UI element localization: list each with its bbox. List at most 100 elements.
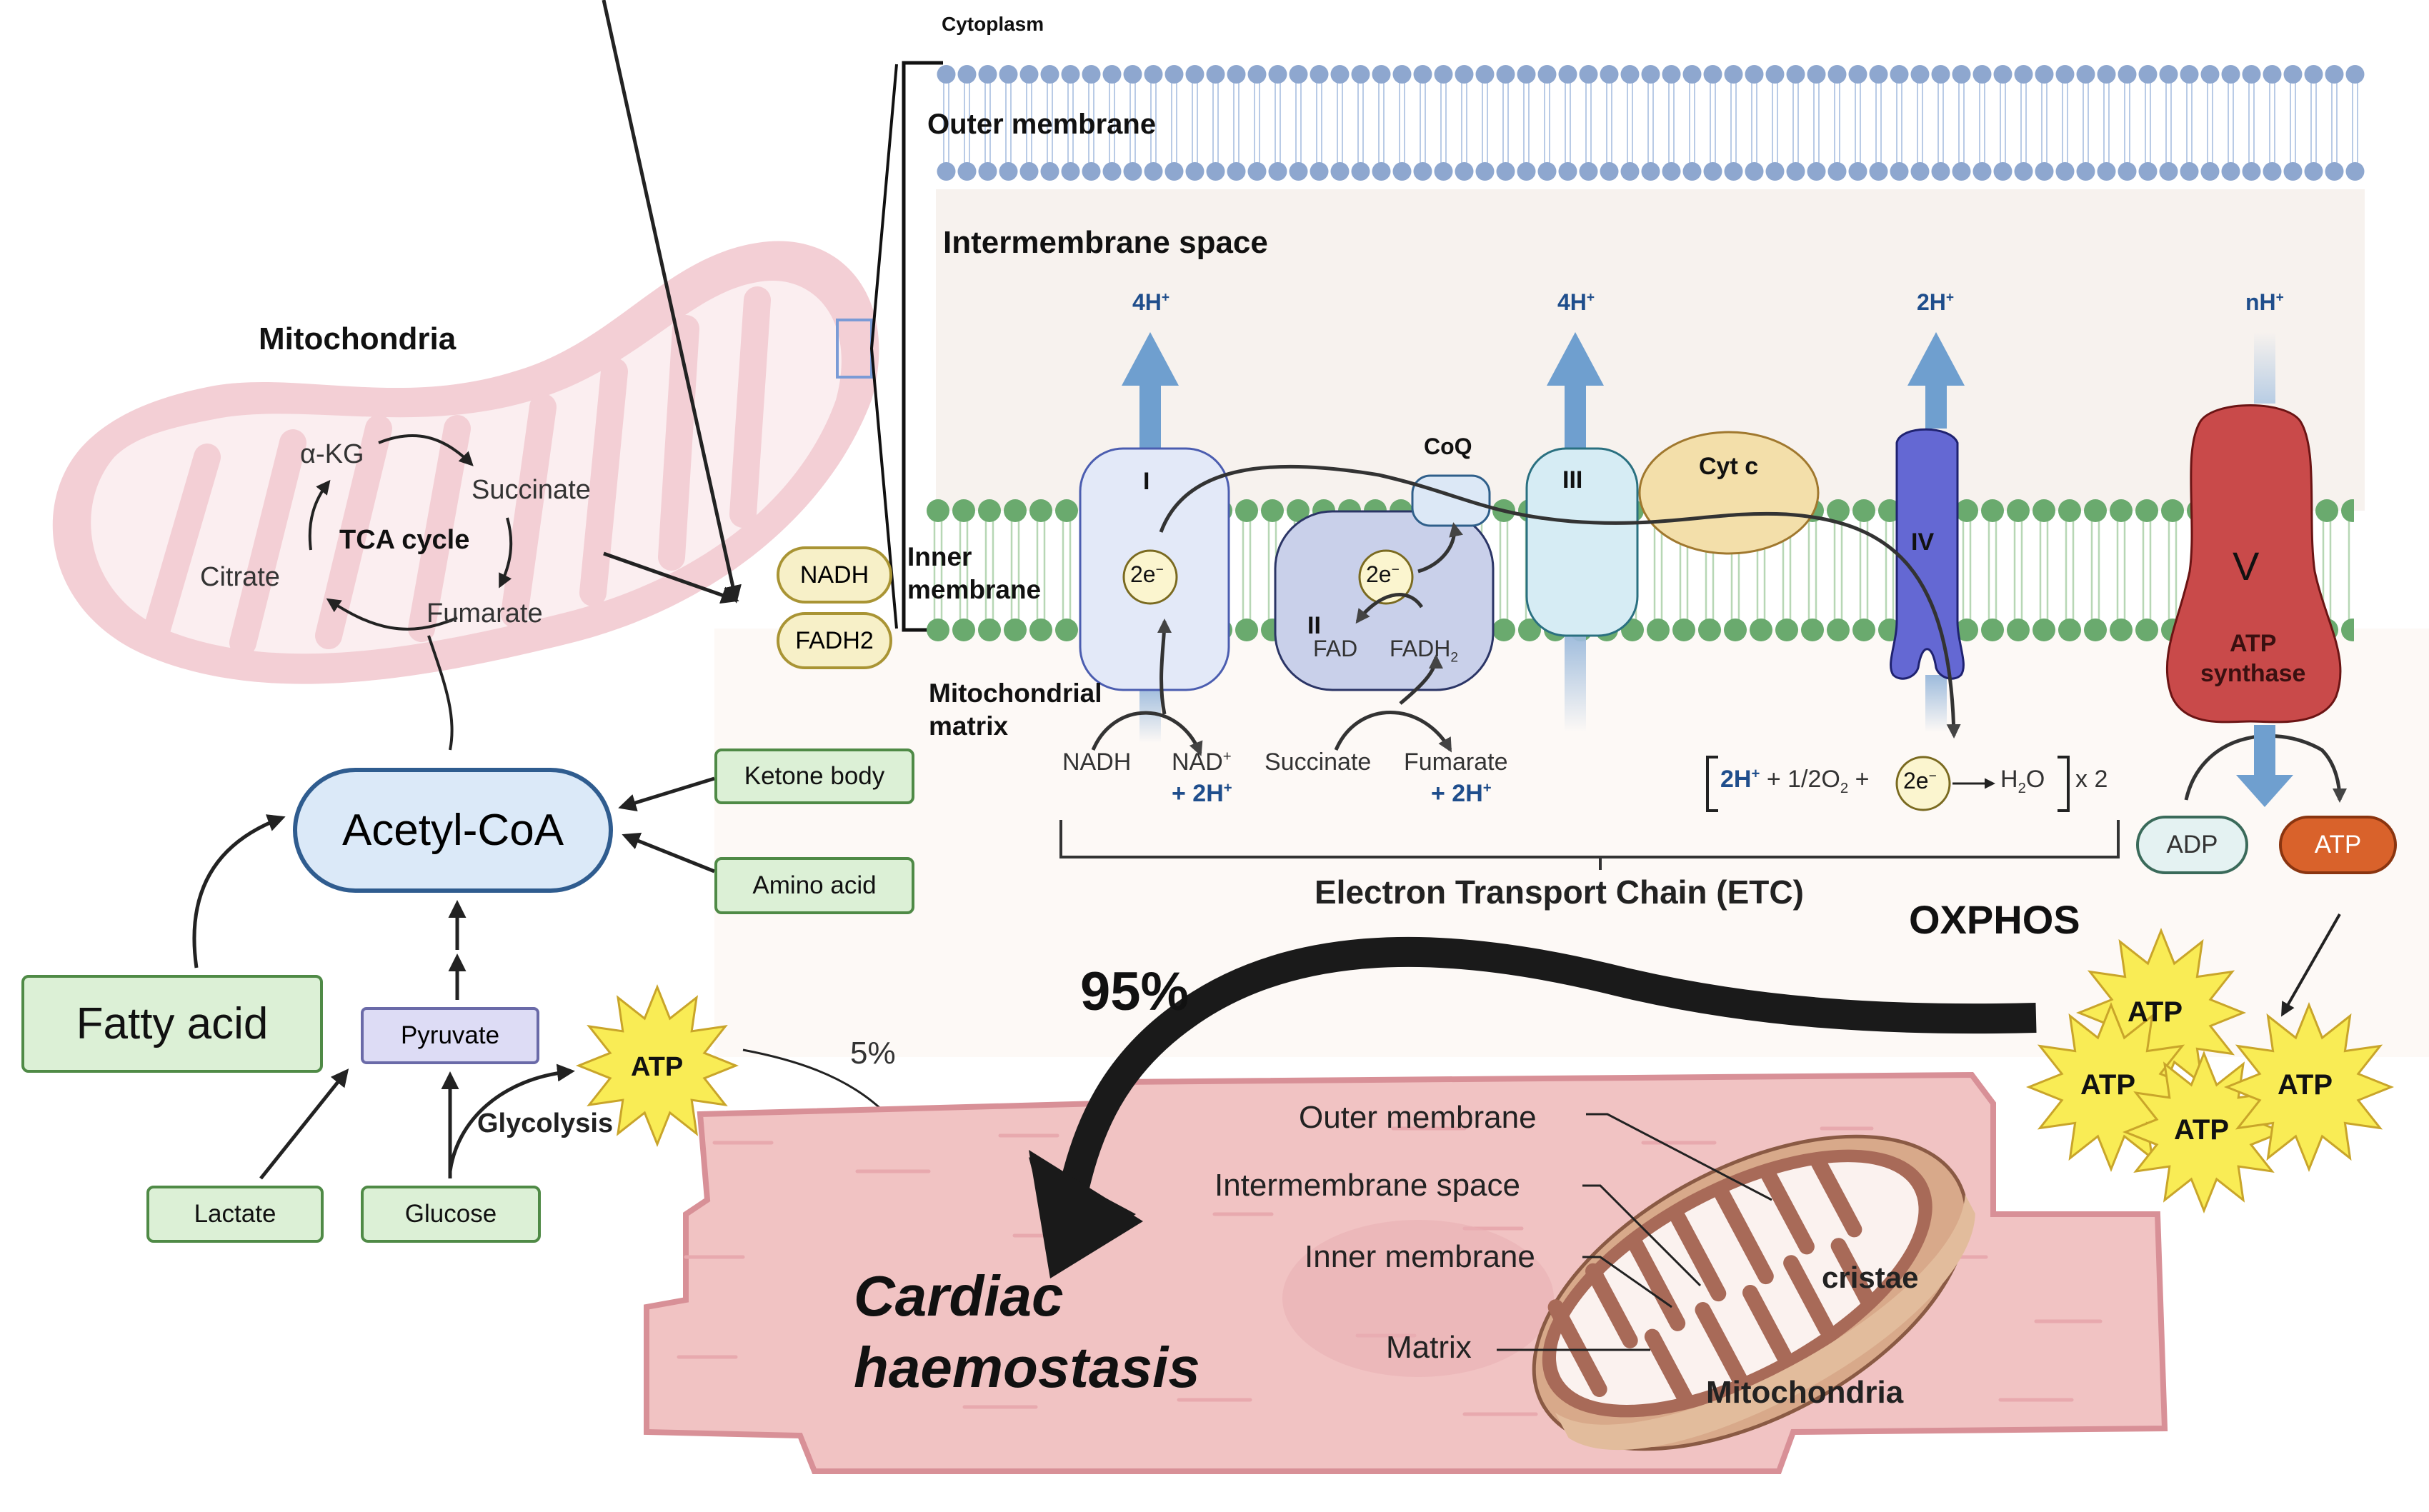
- matrix-plus-2h-complex-I: + 2H+: [1172, 780, 1232, 808]
- electron-path: [1159, 464, 1961, 739]
- mitochondrial-matrix-label: Mitochondrial matrix: [929, 677, 1102, 743]
- equation-bracket-left: [1706, 756, 1718, 812]
- complex-II-label: II: [1307, 612, 1321, 639]
- title-line2: haemostasis: [854, 1336, 1200, 1399]
- tca-cycle-arrows: [308, 434, 513, 751]
- complex-IV-label: IV: [1911, 529, 1935, 556]
- atp-starburst-icon: [575, 983, 739, 1148]
- atp-cluster-item: ATP: [2080, 1069, 2136, 1101]
- plus-2h-text: + 2H: [1172, 780, 1224, 807]
- adp-node: ADP: [2136, 816, 2248, 874]
- tca-to-carriers-arrow: [602, 0, 742, 604]
- plus-2h-text: + 2H: [1431, 780, 1483, 807]
- electron-water: [1895, 756, 1951, 811]
- inner-membrane-label-line2: membrane: [907, 575, 1042, 604]
- amino-acid-node: Amino acid: [714, 857, 914, 914]
- fadh2-text: FADH: [1390, 636, 1451, 661]
- atp-starburst-icon: [2025, 1001, 2197, 1173]
- proton-count: 4H: [1557, 289, 1587, 315]
- tissue-inner-membrane-label: Inner membrane: [1305, 1239, 1535, 1274]
- oxphos-arrowhead-fill: [1029, 1150, 1143, 1278]
- fadh2-subscript: 2: [1450, 650, 1459, 666]
- zoom-connector: [869, 64, 898, 629]
- fad-label: FAD: [1313, 636, 1358, 661]
- etc-bracket: [1059, 820, 2120, 858]
- tissue-outer-membrane-label: Outer membrane: [1299, 1100, 1537, 1135]
- atp-synthase-label: ATP synthase: [2200, 629, 2305, 689]
- coenzyme-q: [1411, 474, 1491, 527]
- glucose-node: Glucose: [361, 1186, 541, 1243]
- proton-charge: +: [1586, 290, 1595, 306]
- atp-node: ATP: [2279, 816, 2397, 874]
- glycolysis-label: Glycolysis: [477, 1108, 614, 1138]
- electron-complex-I: [1122, 549, 1178, 605]
- electron-label-complex-II: 2e−: [1366, 561, 1400, 588]
- matrix-label-line1: Mitochondrial: [929, 679, 1102, 708]
- proton-charge: +: [1945, 290, 1955, 306]
- tissue-cristae-label: cristae: [1822, 1261, 1919, 1294]
- inner-membrane-label: Inner membrane: [907, 541, 1041, 606]
- pyruvate-node: Pyruvate: [361, 1007, 539, 1064]
- tca-fumarate: Fumarate: [427, 599, 543, 629]
- plus-2h-charge: +: [1223, 780, 1232, 796]
- metabolic-flow-arrows: [192, 776, 715, 1180]
- atp-synthase-label-line2: synthase: [2200, 660, 2306, 687]
- complex-III-label: III: [1562, 466, 1583, 494]
- electron-charge: −: [1391, 562, 1400, 578]
- matrix-succinate: Succinate: [1265, 749, 1372, 776]
- matrix-fumarate: Fumarate: [1404, 749, 1508, 776]
- glycolysis-atp-label: ATP: [631, 1052, 684, 1082]
- cyt-c-label: Cyt c: [1699, 453, 1759, 480]
- atp-cluster-item: ATP: [2278, 1069, 2333, 1101]
- matrix-label-line2: matrix: [929, 711, 1009, 741]
- title-line1: Cardiac: [854, 1264, 1064, 1328]
- coq-label: CoQ: [1424, 434, 1472, 459]
- ketone-body-node: Ketone body: [714, 749, 914, 804]
- proton-count: nH: [2245, 289, 2276, 315]
- equation-electron: 2e−: [1903, 768, 1937, 794]
- proton-charge: +: [2275, 290, 2284, 306]
- matrix-reaction-arrows: [1091, 522, 2347, 803]
- atp-synthase-label-line1: ATP: [2229, 630, 2277, 657]
- electron-text: 2e: [1903, 768, 1929, 793]
- proton-count: 4H: [1132, 289, 1162, 315]
- plus-2h-charge: +: [1482, 780, 1492, 796]
- outer-membrane-bilayer: [936, 63, 2366, 183]
- equation-multiplier: x 2: [2075, 766, 2108, 793]
- equation-oxygen: + 1/2O: [1766, 766, 1840, 793]
- fadh2-carrier: FADH2: [777, 612, 892, 669]
- tissue-mitochondrion: [1532, 1134, 1975, 1451]
- matrix-nad-plus: NAD+: [1172, 749, 1232, 776]
- oxphos-big-arrow: [1057, 936, 2037, 1203]
- atp-to-cluster-arrow: [2281, 913, 2341, 1017]
- tissue-mitochondria-label: Mitochondria: [1706, 1375, 1904, 1410]
- electron-label-complex-I: 2e−: [1130, 561, 1164, 588]
- electron-text: 2e: [1130, 561, 1156, 587]
- cardiac-haemostasis-title: Cardiac haemostasis: [854, 1261, 1200, 1403]
- proton-charge: +: [1161, 290, 1170, 306]
- electron-charge: −: [1928, 768, 1937, 784]
- tissue-intermembrane-space-label: Intermembrane space: [1214, 1168, 1520, 1203]
- intermembrane-space-label: Intermembrane space: [943, 225, 1268, 260]
- equation-protons: 2H: [1720, 766, 1752, 793]
- atp-starburst-icon: [2223, 1001, 2395, 1173]
- inner-membrane-label-line1: Inner: [907, 542, 972, 571]
- proton-count: 2H: [1917, 289, 1946, 315]
- complex-I-label: I: [1143, 468, 1150, 495]
- matrix-plus-2h-complex-II: + 2H+: [1431, 780, 1492, 808]
- electron-text: 2e: [1366, 561, 1392, 587]
- tissue-leader-lines: [1497, 1113, 1772, 1351]
- tca-succinate: Succinate: [472, 475, 591, 505]
- cell-nucleus: [1282, 1220, 1554, 1377]
- nad-charge: +: [1222, 749, 1232, 765]
- complex-III: [1525, 447, 1639, 637]
- matrix-nadh: NADH: [1062, 749, 1132, 776]
- nadh-carrier: NADH: [777, 546, 892, 604]
- complex-IV: [1890, 428, 1965, 680]
- electron-charge: −: [1155, 562, 1164, 578]
- fadh2-label: FADH2: [1390, 636, 1458, 666]
- atp-starbursts: [575, 927, 2395, 1214]
- proton-pump-arrows: [1122, 332, 1965, 743]
- water-h: H: [2000, 766, 2018, 793]
